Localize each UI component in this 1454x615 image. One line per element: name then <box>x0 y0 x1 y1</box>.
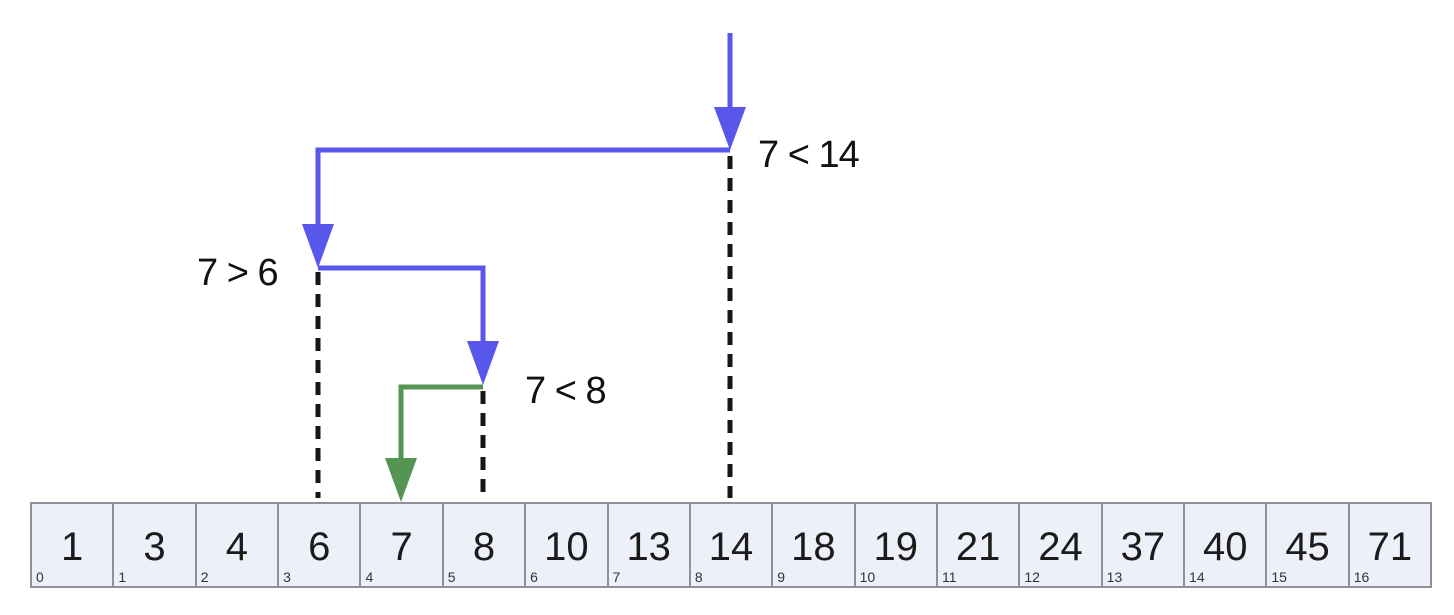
cell-index: 13 <box>1106 569 1123 585</box>
cell-index: 2 <box>200 569 209 585</box>
step2-arrow-head <box>302 224 334 268</box>
cell-value: 40 <box>1202 524 1248 569</box>
cell-index: 11 <box>941 569 957 585</box>
comparison-label-3: 7 < 8 <box>525 370 607 412</box>
step3-arrow-head <box>467 341 499 385</box>
cell-index: 8 <box>694 569 703 585</box>
cell-value: 45 <box>1285 524 1330 569</box>
cell-index: 7 <box>612 569 621 585</box>
cell-index: 14 <box>1189 569 1205 585</box>
cell-index: 16 <box>1353 569 1370 585</box>
cell-index: 15 <box>1271 569 1287 585</box>
cell-value: 1 <box>61 524 84 569</box>
cell-index: 5 <box>447 569 456 585</box>
cell-value: 24 <box>1038 524 1083 569</box>
cell-value: 14 <box>708 524 754 569</box>
step3-arrow-path <box>318 265 486 343</box>
comparison-label-2: 7 > 6 <box>197 252 279 294</box>
cell-value: 18 <box>791 524 836 569</box>
cell-value: 13 <box>626 524 671 569</box>
step1-arrow-head <box>714 107 746 150</box>
cell-index: 4 <box>365 569 374 585</box>
cell-index: 6 <box>530 569 538 585</box>
cell-value: 8 <box>472 524 496 569</box>
cell-value: 19 <box>873 524 919 569</box>
cell-index: 9 <box>777 569 786 585</box>
cell-index: 10 <box>859 569 876 585</box>
cell-value: 3 <box>143 524 166 569</box>
cell-value: 7 <box>390 524 413 569</box>
cell-value: 21 <box>955 524 1001 569</box>
cell-value: 4 <box>225 524 249 569</box>
cell-value: 71 <box>1367 524 1413 569</box>
cell-value: 6 <box>308 524 331 569</box>
step2-arrow-path <box>315 147 730 226</box>
comparison-label-1: 7 < 14 <box>758 134 860 176</box>
array-cell-8: 14 8 <box>688 504 772 586</box>
cell-index: 3 <box>283 569 291 585</box>
array-cell-7: 13 7 <box>606 504 689 586</box>
cell-index: 0 <box>36 569 44 585</box>
cell-index: 1 <box>118 569 127 585</box>
cell-index: 12 <box>1024 569 1040 585</box>
cell-value: 37 <box>1120 524 1166 569</box>
array-cell-9: 18 9 <box>771 504 854 586</box>
found-arrow-head <box>385 458 417 502</box>
array-cell-6: 10 6 <box>524 504 607 586</box>
found-arrow-path <box>398 384 483 460</box>
cell-value: 10 <box>544 524 589 569</box>
